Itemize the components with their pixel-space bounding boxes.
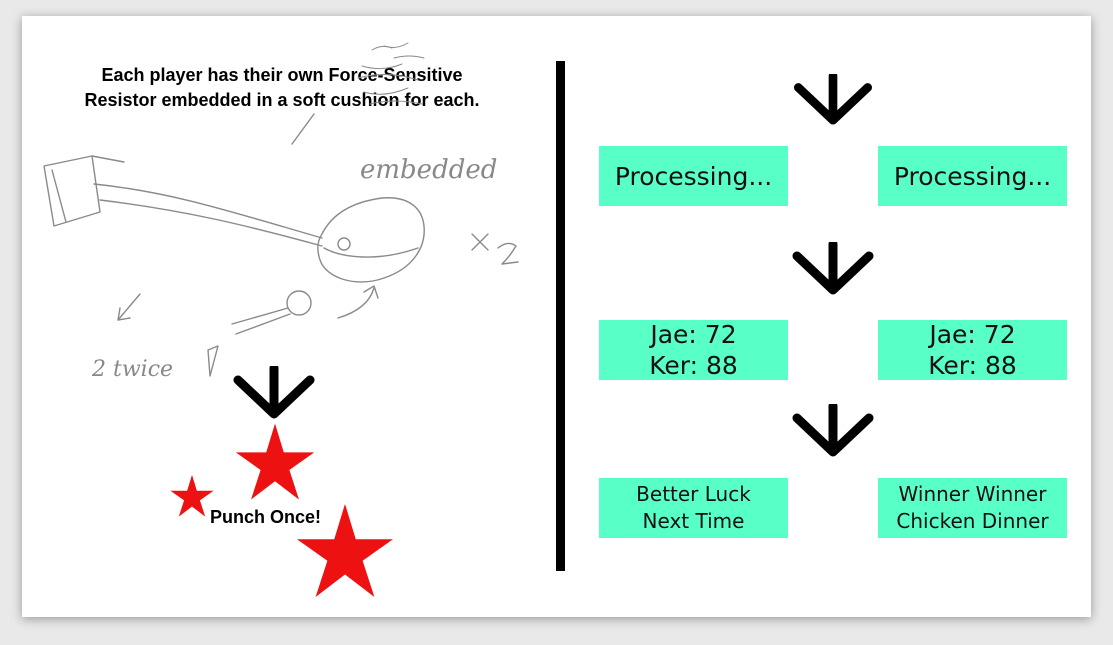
processing-label: Processing... bbox=[893, 161, 1052, 191]
star-icon bbox=[235, 423, 315, 500]
down-arrow-icon bbox=[233, 366, 315, 419]
star-icon bbox=[170, 474, 214, 517]
result-line-1: Winner Winner bbox=[898, 482, 1047, 506]
result-line-2: Next Time bbox=[642, 509, 745, 533]
processing-box-left: Processing... bbox=[599, 146, 788, 206]
star-icon bbox=[296, 503, 394, 598]
result-box-right: Winner Winner Chicken Dinner bbox=[878, 478, 1067, 538]
score-box-right: Jae: 72 Ker: 88 bbox=[878, 320, 1067, 380]
down-arrow-icon bbox=[792, 242, 874, 295]
slide: Each player has their own Force-Sensitiv… bbox=[22, 16, 1091, 617]
sketch-note-twice: 2 twice bbox=[91, 357, 173, 382]
processing-box-right: Processing... bbox=[878, 146, 1067, 206]
score-jae: Jae: 72 bbox=[929, 320, 1016, 349]
down-arrow-icon bbox=[794, 74, 872, 125]
caption-line-2: Resistor embedded in a soft cushion for … bbox=[84, 90, 480, 110]
score-ker: Ker: 88 bbox=[649, 351, 738, 380]
sketch-note-embedded: embedded bbox=[360, 155, 497, 185]
pencil-sketch: embedded 2 twice bbox=[43, 42, 519, 382]
processing-label: Processing... bbox=[614, 161, 773, 191]
score-jae: Jae: 72 bbox=[650, 320, 737, 349]
result-line-2: Chicken Dinner bbox=[896, 509, 1049, 533]
divider bbox=[556, 61, 565, 571]
result-box-left: Better Luck Next Time bbox=[599, 478, 788, 538]
score-ker: Ker: 88 bbox=[928, 351, 1017, 380]
caption-line-1: Each player has their own Force-Sensitiv… bbox=[101, 65, 463, 85]
punch-label: Punch Once! bbox=[210, 507, 322, 527]
down-arrow-icon bbox=[792, 404, 874, 457]
caption: Each player has their own Force-Sensitiv… bbox=[52, 63, 512, 113]
score-box-left: Jae: 72 Ker: 88 bbox=[599, 320, 788, 380]
result-line-1: Better Luck bbox=[636, 482, 751, 506]
